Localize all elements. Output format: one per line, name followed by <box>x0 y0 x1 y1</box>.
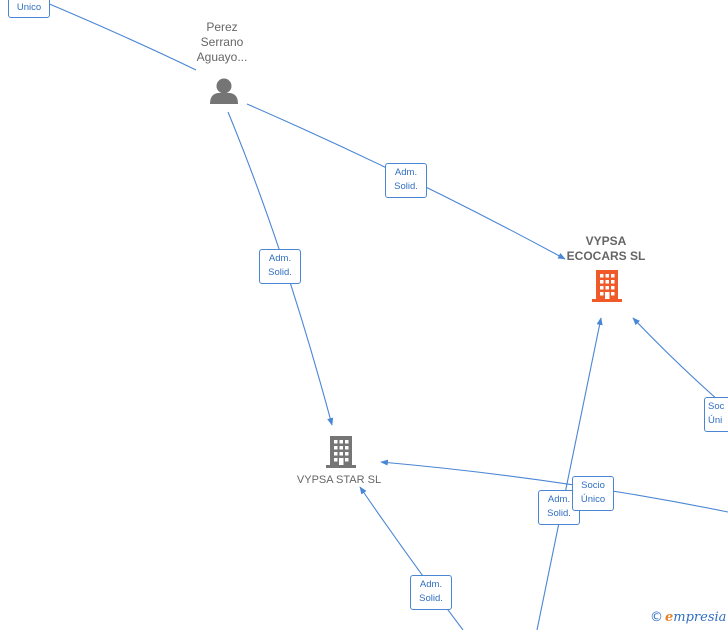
edge-right-to-ecocars <box>632 317 719 401</box>
edge-label-adm-solid: Adm. Solid. <box>385 163 427 198</box>
edge-label-adm-solid: Adm. Solid. <box>259 249 301 284</box>
person-icon[interactable] <box>210 78 238 105</box>
building-icon[interactable] <box>326 436 356 468</box>
empresia-logo-initial: e <box>665 610 674 625</box>
edge-bottom-to-ecocars <box>536 317 603 630</box>
edge-label-unico: Unico <box>8 0 50 18</box>
person-name[interactable]: Perez Serrano Aguayo... <box>196 20 248 64</box>
empresia-watermark: ©empresia <box>650 610 726 625</box>
edge-bottom-to-star <box>359 486 464 630</box>
edge-label-adm-solid: Adm. Solid. <box>410 575 452 610</box>
empresia-logo-text: mpresia <box>673 610 727 625</box>
copyright-icon: © <box>650 610 663 625</box>
building-icon[interactable] <box>592 270 622 302</box>
edge-right-to-star <box>380 459 728 513</box>
edge-label-socio-unico: Soc Úni <box>704 397 728 432</box>
edge-label-socio-unico: Socio Único <box>572 476 614 511</box>
company-name-vypsa-ecocars[interactable]: VYPSA ECOCARS SL <box>566 234 646 263</box>
company-name-vypsa-star[interactable]: VYPSA STAR SL <box>296 474 382 486</box>
edge-top-left-to-person <box>39 0 197 71</box>
